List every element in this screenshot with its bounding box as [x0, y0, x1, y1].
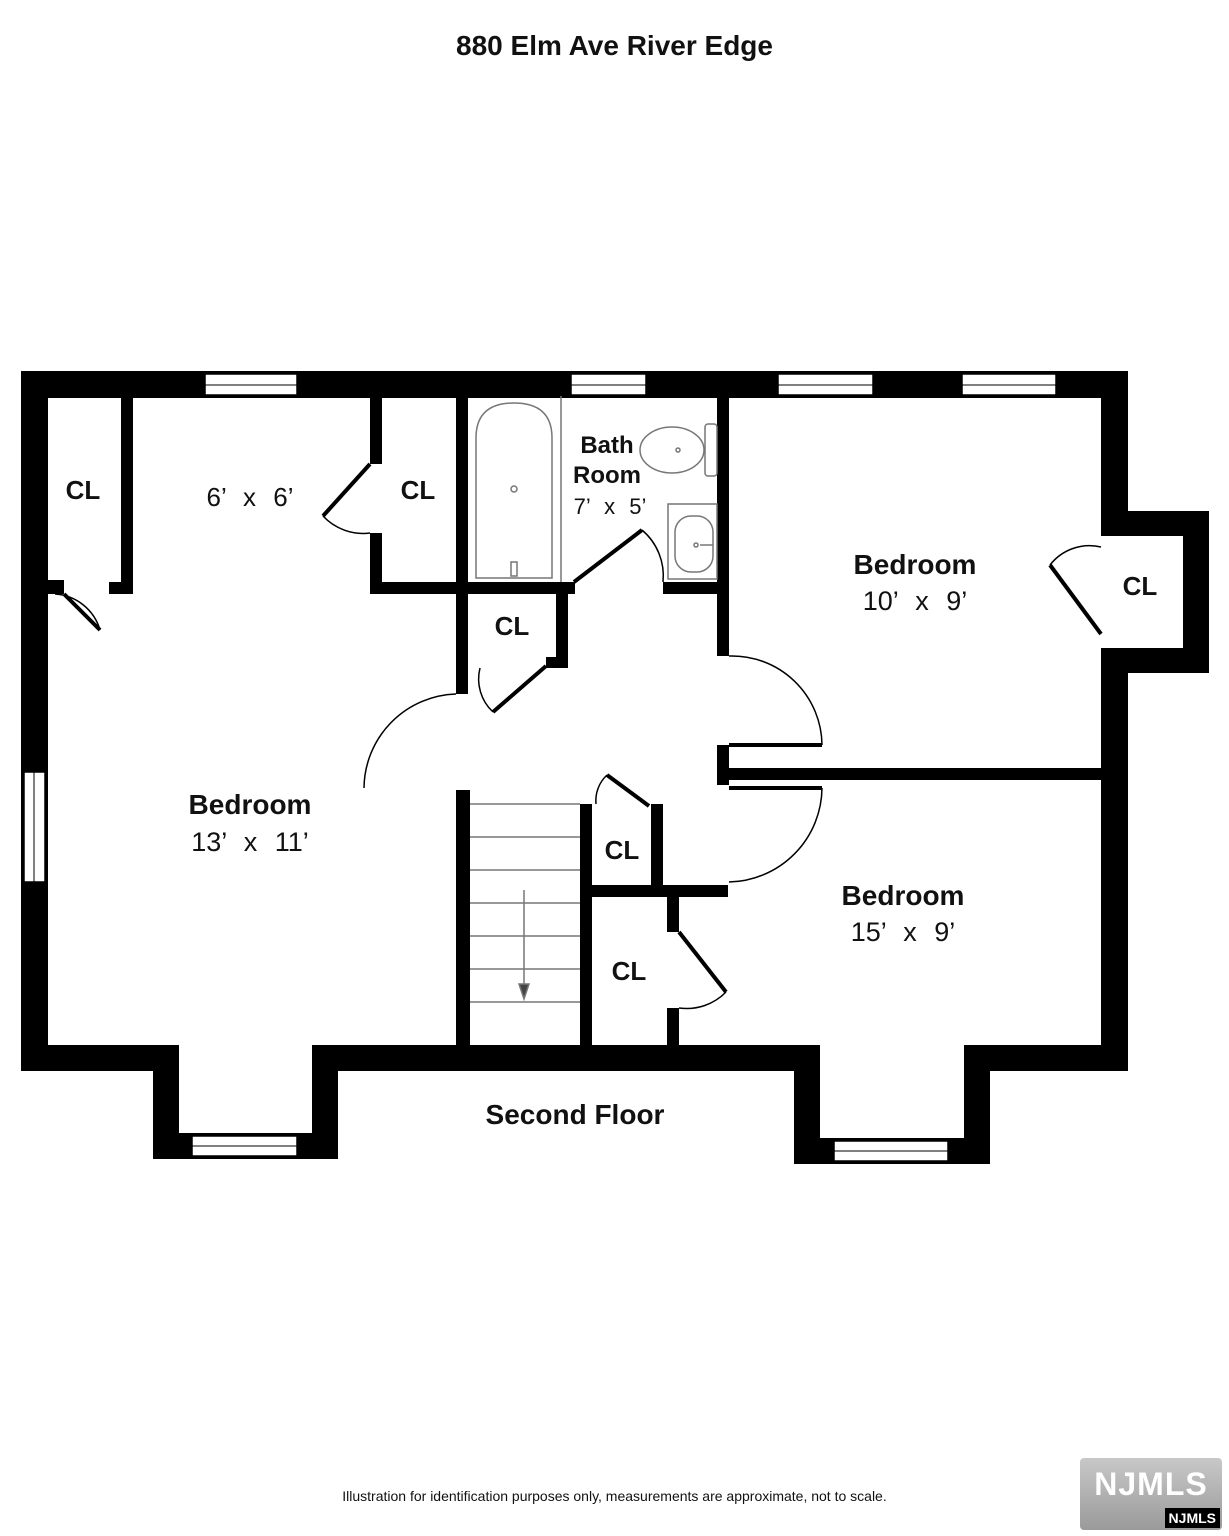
njmls-logo: NJMLS NJMLS — [1080, 1458, 1222, 1530]
window-panes — [33, 384, 1056, 1152]
cl-stair-lower-label: CL — [611, 956, 647, 986]
cl-stair-upper-label: CL — [604, 835, 640, 865]
bedroom-right-bottom-size: 15’ x 9’ — [850, 917, 956, 947]
outer-walls — [21, 371, 1209, 1164]
bedroom-left-size: 13’ x 11’ — [191, 827, 309, 857]
bath-fixtures — [475, 396, 718, 582]
disclaimer: Illustration for identification purposes… — [342, 1488, 887, 1504]
interior-walls — [48, 396, 1103, 1048]
bath-size: 7’ x 5’ — [573, 494, 647, 519]
plan-title: 880 Elm Ave River Edge — [456, 30, 773, 61]
bath-name-line1: Bath — [580, 432, 634, 459]
logo-badge: NJMLS — [1164, 1508, 1220, 1528]
bath-name-line2: Room — [573, 462, 641, 489]
logo-text: NJMLS — [1094, 1466, 1208, 1502]
cl-right-label: CL — [1122, 571, 1158, 601]
cl-left-label: CL — [65, 475, 101, 505]
floor-label: Second Floor — [485, 1099, 665, 1130]
bedroom-right-bottom-name: Bedroom — [841, 880, 965, 911]
room-6x6-size: 6’ x 6’ — [206, 482, 294, 512]
doors — [62, 462, 1103, 994]
bedroom-left-name: Bedroom — [188, 789, 312, 820]
cl-mid-label: CL — [400, 475, 436, 505]
bedroom-right-top-name: Bedroom — [853, 549, 977, 580]
bedroom-right-top-size: 10’ x 9’ — [862, 586, 968, 616]
door-swings — [54, 515, 1102, 1010]
windows — [23, 373, 1057, 1162]
cl-hall-label: CL — [494, 611, 530, 641]
stair-treads — [470, 803, 580, 1003]
